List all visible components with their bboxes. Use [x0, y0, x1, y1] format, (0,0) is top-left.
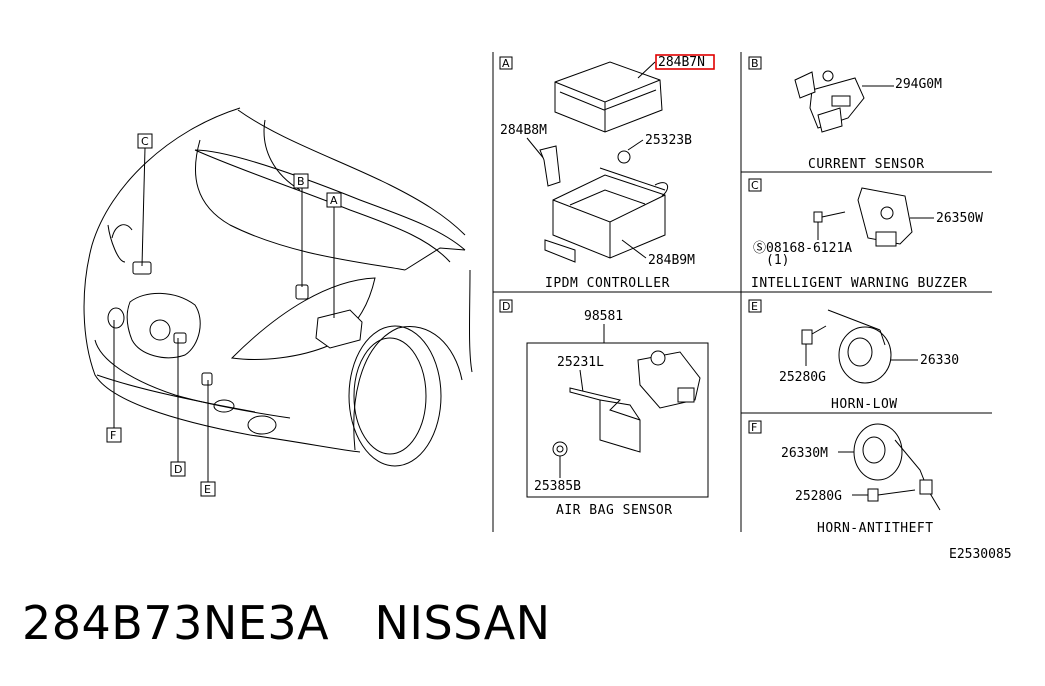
horn-low-bolt[interactable]	[801, 325, 827, 345]
panel-b-caption: CURRENT SENSOR	[808, 157, 925, 172]
warning-buzzer[interactable]	[857, 187, 913, 247]
panel-b-letter: B	[751, 57, 759, 70]
ipdm-box[interactable]	[544, 174, 669, 263]
callout-d[interactable]: D	[170, 461, 186, 477]
callout-a-label: A	[330, 194, 338, 207]
part-25323b[interactable]: 25323B	[645, 133, 692, 148]
part-08168-6121a[interactable]: Ⓢ08168-6121A	[753, 241, 852, 256]
part-26330[interactable]: 26330	[920, 353, 959, 368]
panel-c: C 26350W Ⓢ08168-6121A (1) INTELLIGENT WA…	[748, 178, 983, 291]
panel-c-letter: C	[751, 179, 759, 192]
current-sensor[interactable]	[794, 70, 865, 133]
panel-e: E 26330 25280G HORN-LOW	[748, 299, 959, 412]
panel-a-letter: A	[502, 57, 510, 70]
airbag-bracket[interactable]	[569, 387, 641, 453]
part-25280g-f[interactable]: 25280G	[795, 489, 842, 504]
panel-f: F 26330M 25280G HORN-ANTITHEFT	[748, 420, 941, 536]
part-284b8m[interactable]: 284B8M	[500, 123, 547, 138]
panel-d-letter: D	[502, 300, 510, 313]
airbag-kit-frame	[526, 342, 709, 498]
footer-title: 284B73NE3A NISSAN	[22, 596, 551, 650]
buzzer-bolt[interactable]	[813, 211, 846, 223]
panel-d-caption: AIR BAG SENSOR	[556, 503, 673, 518]
panel-e-letter: E	[751, 300, 758, 313]
highlight-box	[655, 54, 715, 70]
horn-antitheft-bolt[interactable]	[867, 488, 916, 502]
horn-low[interactable]	[827, 309, 892, 384]
panel-e-caption: HORN-LOW	[831, 397, 898, 412]
ipdm-cover[interactable]	[554, 61, 663, 133]
diagram-code: E2530085	[949, 547, 1012, 562]
car-overview: C B A F D E	[83, 107, 473, 497]
part-284b9m[interactable]: 284B9M	[648, 253, 695, 268]
panel-grid	[492, 52, 992, 532]
callout-e-label: E	[204, 483, 211, 496]
panel-c-caption: INTELLIGENT WARNING BUZZER	[751, 276, 968, 291]
airbag-nut[interactable]	[552, 441, 568, 457]
horn-antitheft[interactable]	[853, 423, 941, 511]
panel-f-caption: HORN-ANTITHEFT	[817, 521, 934, 536]
panel-f-letter: F	[751, 421, 757, 434]
callout-d-label: D	[174, 463, 182, 476]
part-284b7n[interactable]: 284B7N	[658, 55, 705, 70]
callout-c-label: C	[141, 135, 149, 148]
part-98581[interactable]: 98581	[584, 309, 623, 324]
callout-f-label: F	[110, 429, 116, 442]
callout-b-label: B	[297, 175, 305, 188]
part-26330m[interactable]: 26330M	[781, 446, 828, 461]
part-25231l[interactable]: 25231L	[557, 355, 604, 370]
panel-a-caption: IPDM CONTROLLER	[545, 276, 670, 291]
callout-e[interactable]: E	[200, 481, 216, 497]
panel-b: B 294G0M CURRENT SENSOR	[748, 56, 942, 172]
airbag-sensor[interactable]	[637, 350, 701, 409]
part-26350w[interactable]: 26350W	[936, 211, 983, 226]
panel-d: D 98581 25231L 25385B AIR BAG SENSOR	[499, 299, 709, 518]
callout-f[interactable]: F	[106, 427, 122, 443]
part-294g0m[interactable]: 294G0M	[895, 77, 942, 92]
callout-c[interactable]: C	[137, 133, 153, 149]
part-qty: (1)	[766, 253, 789, 268]
panel-a: A 284B7N 284B8M 25323B 284B9M	[499, 54, 715, 291]
part-25385b[interactable]: 25385B	[534, 479, 581, 494]
panel-a-letter-box	[499, 56, 513, 70]
callout-b[interactable]: B	[293, 173, 309, 189]
callout-a[interactable]: A	[326, 192, 342, 208]
part-25280g-e[interactable]: 25280G	[779, 370, 826, 385]
